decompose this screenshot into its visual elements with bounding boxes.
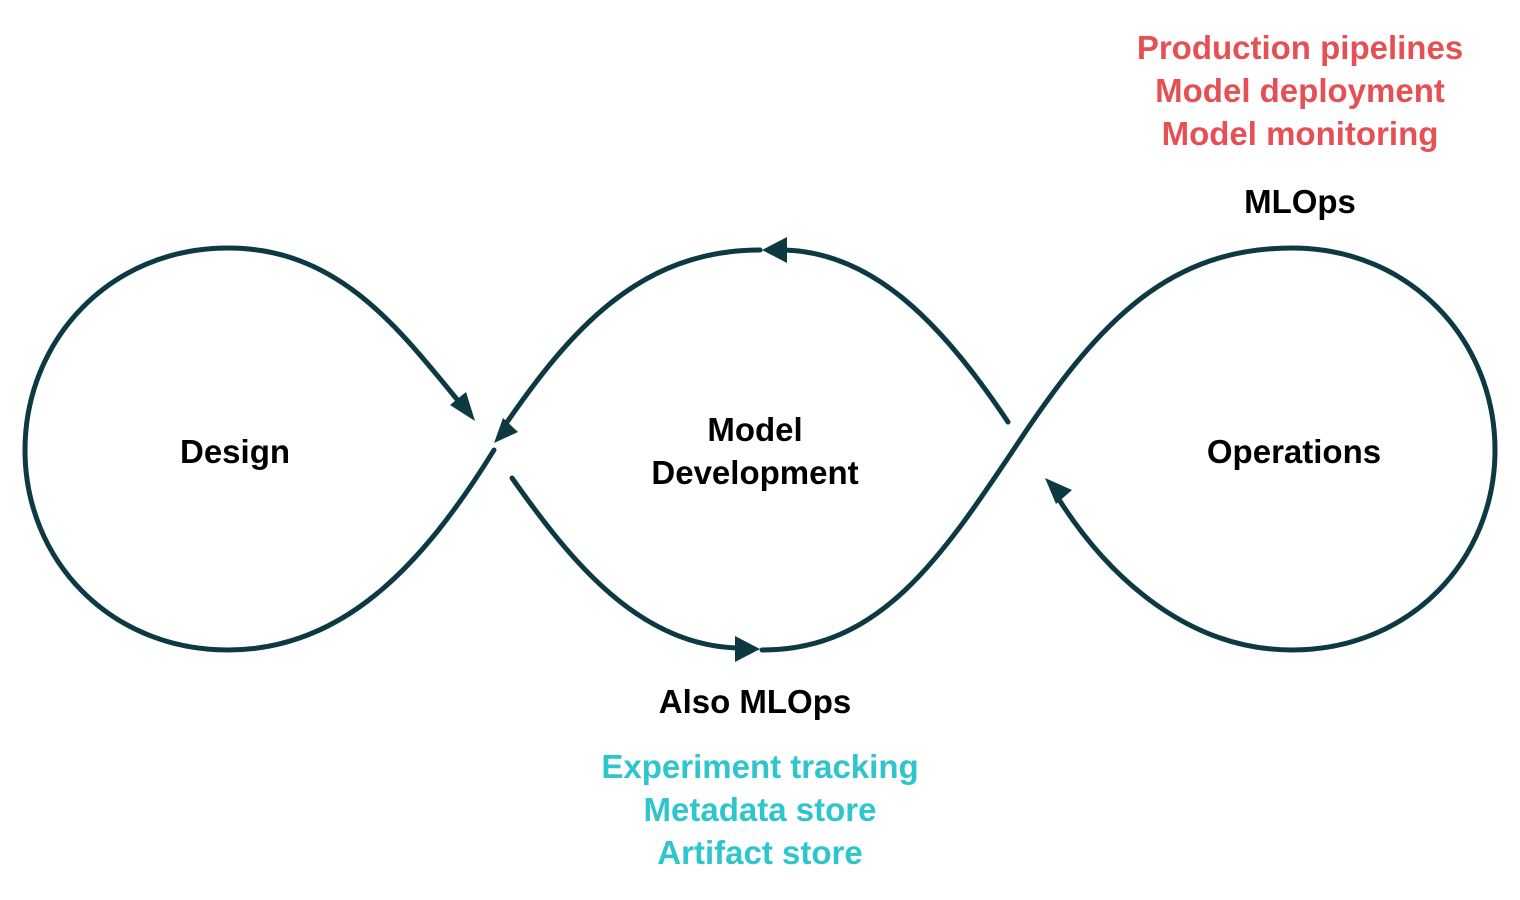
bottom-group-items: Experiment tracking Metadata store Artif… — [560, 745, 960, 874]
bottom-item-metadata-store: Metadata store — [643, 791, 877, 828]
stage-model-development-line1: Model — [707, 411, 803, 448]
stage-model-development-line2: Development — [651, 454, 859, 491]
stage-operations: Operations — [1206, 433, 1382, 470]
bottom-group-title: Also MLOps — [658, 683, 852, 720]
top-item-model-deployment: Model deployment — [1155, 72, 1445, 109]
stage-design: Design — [179, 433, 291, 470]
lower-left-arc-path — [509, 475, 745, 651]
bottom-item-artifact-store: Artifact store — [657, 834, 863, 871]
top-item-production-pipelines: Production pipelines — [1136, 29, 1464, 66]
bottom-item-experiment-tracking: Experiment tracking — [601, 748, 919, 785]
arrowhead-design-in — [450, 392, 475, 421]
upper-right-arc-path — [777, 247, 1011, 425]
lower-right-cross-path — [759, 245, 1498, 653]
arrowhead-operations-in — [1045, 478, 1072, 504]
top-group-title: MLOps — [1244, 183, 1356, 220]
arrowhead-top-left — [762, 237, 787, 263]
upper-left-arc-path — [500, 247, 763, 431]
design-loop-path — [22, 245, 497, 653]
stage-model-development: Model Development — [605, 408, 905, 494]
top-group-items: Production pipelines Model deployment Mo… — [1100, 26, 1500, 155]
arrowhead-model-dev-in — [494, 418, 518, 443]
top-item-model-monitoring: Model monitoring — [1161, 115, 1439, 152]
arrowhead-bottom-right — [735, 636, 760, 662]
